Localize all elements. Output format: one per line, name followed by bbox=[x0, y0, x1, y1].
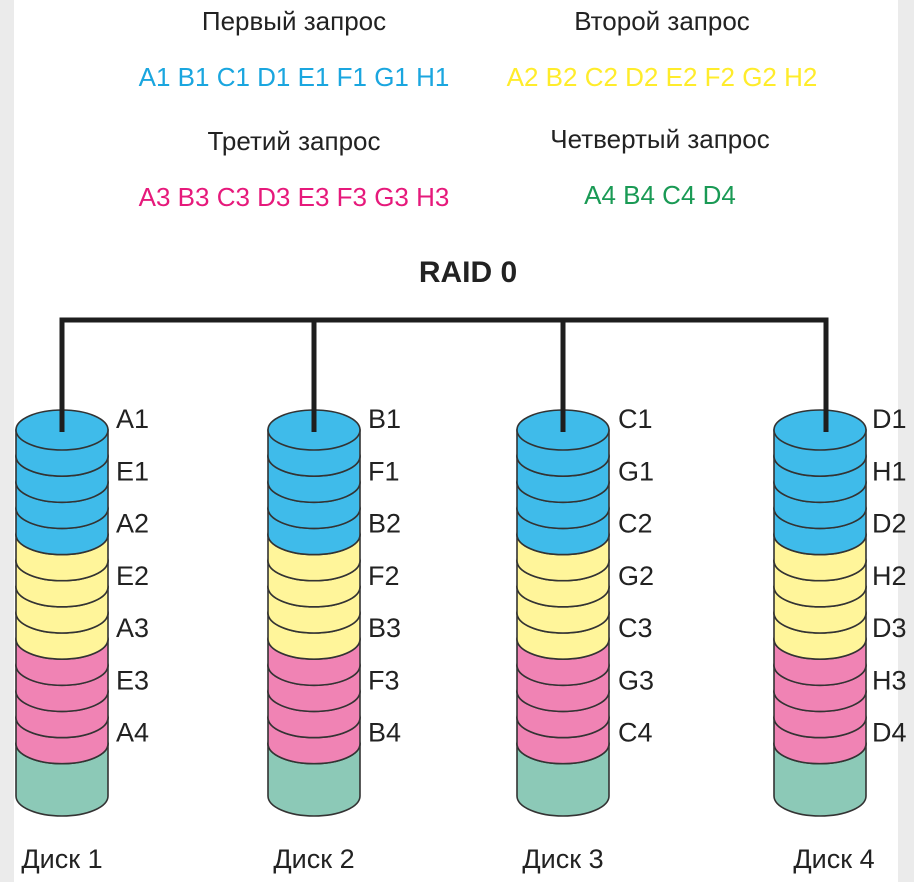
request-4-title: Четвертый запрос bbox=[550, 124, 769, 154]
disk-4-block-label: D4 bbox=[872, 718, 907, 748]
disk-2-block-label: B1 bbox=[368, 404, 401, 434]
request-1-blocks: A1 B1 C1 D1 E1 F1 G1 H1 bbox=[139, 62, 450, 92]
disk-1-block-label: E2 bbox=[116, 561, 149, 591]
request-3-title: Третий запрос bbox=[207, 126, 380, 156]
disk-4-label: Диск 4 bbox=[793, 844, 874, 874]
disk-3-block-label: G1 bbox=[618, 456, 654, 486]
disk-2-block-label: F2 bbox=[368, 561, 400, 591]
request-2-blocks: A2 B2 C2 D2 E2 F2 G2 H2 bbox=[507, 62, 818, 92]
disk-1-block-label: A1 bbox=[116, 404, 149, 434]
disk-3-block-label: C1 bbox=[618, 404, 653, 434]
disk-1-block-label: A3 bbox=[116, 613, 149, 643]
disk-2-block-label: B2 bbox=[368, 509, 401, 539]
disk-2-block-label: F3 bbox=[368, 665, 400, 695]
disk-4-plate-top bbox=[773, 409, 867, 451]
disk-3-block-label: G2 bbox=[618, 561, 654, 591]
disk-4-block-label: H3 bbox=[872, 665, 907, 695]
disk-4-block-label: D3 bbox=[872, 613, 907, 643]
raid-label: RAID 0 bbox=[419, 256, 517, 289]
disk-1-block-label: E1 bbox=[116, 456, 149, 486]
disk-1-block-label: A2 bbox=[116, 509, 149, 539]
disk-3-block-label: C3 bbox=[618, 613, 653, 643]
disk-2-label: Диск 2 bbox=[273, 844, 354, 874]
disk-4-block-label: D2 bbox=[872, 509, 907, 539]
disk-2-block-label: B3 bbox=[368, 613, 401, 643]
disk-2-block-label: B4 bbox=[368, 718, 401, 748]
disk-1-block-label: A4 bbox=[116, 718, 149, 748]
disk-3-block-label: C4 bbox=[618, 718, 653, 748]
request-4-blocks: A4 B4 C4 D4 bbox=[584, 180, 736, 210]
disk-2-block-label: F1 bbox=[368, 456, 400, 486]
disk-1-block-label: E3 bbox=[116, 665, 149, 695]
disk-3-block-label: G3 bbox=[618, 665, 654, 695]
disk-1-label: Диск 1 bbox=[21, 844, 102, 874]
request-3-blocks: A3 B3 C3 D3 E3 F3 G3 H3 bbox=[139, 182, 450, 212]
request-legend: Первый запрос A1 B1 C1 D1 E1 F1 G1 H1 Вт… bbox=[139, 6, 818, 212]
connectors bbox=[59, 320, 829, 432]
disk-4-block-label: H1 bbox=[872, 456, 907, 486]
diagram-panel bbox=[14, 0, 898, 882]
request-2-title: Второй запрос bbox=[574, 6, 750, 36]
disk-4-block-label: H2 bbox=[872, 561, 907, 591]
request-1-title: Первый запрос bbox=[202, 6, 386, 36]
disk-3-label: Диск 3 bbox=[522, 844, 603, 874]
disk-4-block-label: D1 bbox=[872, 404, 907, 434]
disk-3-block-label: C2 bbox=[618, 509, 653, 539]
